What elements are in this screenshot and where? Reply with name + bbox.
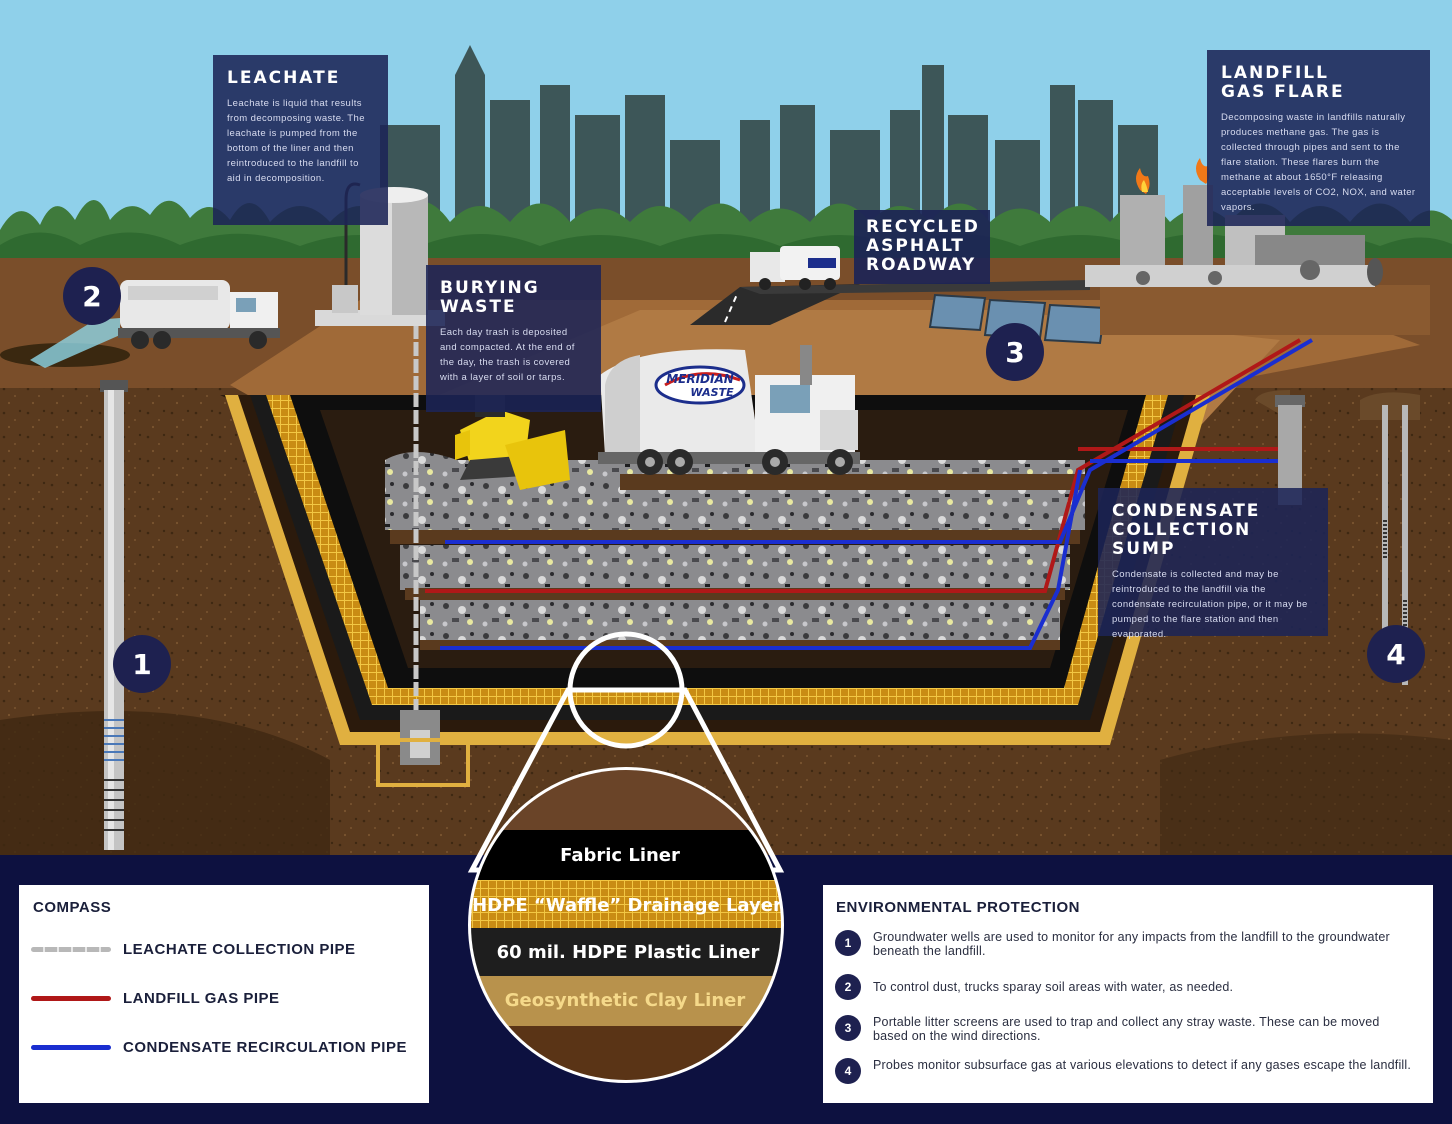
env-text: Portable litter screens are used to trap… [873, 1015, 1380, 1043]
env-item: 2 To control dust, trucks sparay soil ar… [835, 974, 1415, 1000]
env-text: Groundwater wells are used to monitor fo… [873, 930, 1390, 958]
gas-flare-infobox: LANDFILL GAS FLARE Decomposing waste in … [1207, 50, 1430, 226]
garbage-truck: MERIDIAN WASTE [598, 345, 860, 475]
city-skyline [380, 45, 1158, 225]
condensate-title: CONDENSATE COLLECTION SUMP [1112, 501, 1261, 559]
marker-3: 3 [986, 323, 1044, 381]
burying-waste-text: Each day trash is deposited and compacte… [440, 327, 575, 383]
env-number: 1 [835, 930, 861, 956]
liner-layer-label: Geosynthetic Clay Liner [505, 990, 746, 1011]
env-item: 3 Portable litter screens are used to tr… [835, 1015, 1415, 1043]
legend-item: CONDENSATE RECIRCULATION PIPE [31, 1039, 407, 1056]
legend-label: LANDFILL GAS PIPE [123, 990, 280, 1007]
compass-title: COMPASS [33, 899, 112, 916]
legend-item: LEACHATE COLLECTION PIPE [31, 941, 356, 958]
environmental-protection-panel: ENVIRONMENTAL PROTECTION 1 Groundwater w… [823, 885, 1433, 1103]
burying-waste-infobox: BURYING WASTE Each day trash is deposite… [426, 265, 601, 412]
env-item: 1 Groundwater wells are used to monitor … [835, 930, 1415, 958]
legend-label: CONDENSATE RECIRCULATION PIPE [123, 1039, 407, 1056]
gas-flare-title: LANDFILL GAS FLARE [1221, 63, 1345, 102]
marker-2: 2 [63, 267, 121, 325]
legend-item: LANDFILL GAS PIPE [31, 990, 280, 1007]
env-text: To control dust, trucks sparay soil area… [873, 980, 1234, 994]
liner-layer-label: HDPE “Waffle” Drainage Layer [472, 895, 782, 916]
env-number: 4 [835, 1058, 861, 1084]
leachate-infobox: LEACHATE Leachate is liquid that results… [213, 55, 388, 225]
truck-logo-line2: WASTE [690, 386, 734, 399]
roadway-label: RECYCLED ASPHALT ROADWAY [854, 210, 990, 284]
env-item: 4 Probes monitor subsurface gas at vario… [835, 1058, 1415, 1084]
liner-layer-label: 60 mil. HDPE Plastic Liner [497, 942, 760, 963]
magnifier-lens: Fabric Liner HDPE “Waffle” Drainage Laye… [467, 631, 785, 1083]
condensate-infobox: CONDENSATE COLLECTION SUMP Condensate is… [1098, 488, 1328, 640]
env-number: 3 [835, 1015, 861, 1041]
marker-1: 1 [113, 635, 171, 693]
gas-pipes [425, 338, 1314, 650]
compass-legend: COMPASS LEACHATE COLLECTION PIPE LANDFIL… [19, 885, 429, 1103]
asphalt-roadway [690, 284, 860, 325]
flare-station [1085, 158, 1430, 335]
legend-label: LEACHATE COLLECTION PIPE [123, 941, 356, 958]
leachate-tank [315, 182, 445, 326]
truck-logo-line1: MERIDIAN [666, 372, 734, 386]
environmental-title: ENVIRONMENTAL PROTECTION [836, 899, 1080, 916]
condensate-text: Condensate is collected and may be reint… [1112, 569, 1308, 640]
leachate-pipe-swatch [31, 947, 111, 952]
marker-4: 4 [1367, 625, 1425, 683]
road-truck [750, 246, 840, 290]
burying-waste-title: BURYING WASTE [440, 278, 540, 317]
env-text: Probes monitor subsurface gas at various… [873, 1058, 1412, 1072]
env-number: 2 [835, 974, 861, 1000]
leachate-text: Leachate is liquid that results from dec… [227, 98, 365, 184]
gas-flare-text: Decomposing waste in landfills naturally… [1221, 112, 1416, 213]
condensate-pipe-swatch [31, 1045, 111, 1050]
leachate-title: LEACHATE [227, 68, 341, 88]
gas-pipe-swatch [31, 996, 111, 1001]
water-truck [0, 280, 280, 368]
liner-layer-label: Fabric Liner [560, 845, 680, 866]
groundwater-well [100, 380, 128, 850]
